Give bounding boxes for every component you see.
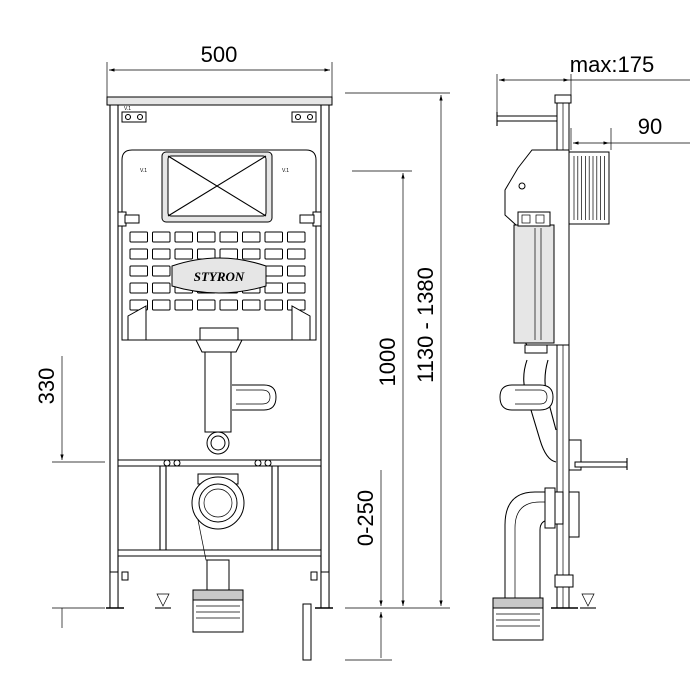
dimension-1130-1380: 1130 - 1380	[345, 92, 450, 609]
cistern-outlet	[195, 339, 243, 353]
cistern-rib	[242, 248, 261, 260]
brand-logo: STYRON	[171, 257, 267, 294]
dim-1130-1380-label: 1130 - 1380	[413, 267, 438, 383]
side-view	[492, 94, 628, 641]
middle-crossbar	[117, 459, 322, 467]
dimension-90: 90	[570, 114, 690, 150]
dimension-1000: 1000	[352, 170, 412, 606]
cistern-rib	[219, 248, 238, 260]
cistern-rib	[264, 231, 283, 243]
dim-90-label: 90	[638, 114, 662, 139]
svg-text:V.1: V.1	[282, 168, 289, 174]
cistern-rib	[287, 231, 306, 243]
svg-text:V.1: V.1	[124, 106, 131, 112]
dimension-330: 330	[34, 356, 105, 628]
cistern-rib	[197, 248, 216, 260]
brand-logo-text: STYRON	[194, 269, 245, 284]
cistern-rib	[242, 299, 261, 311]
dimension-500: 500	[106, 42, 333, 97]
cistern-rib	[152, 231, 171, 243]
dim-max-175-label: max:175	[570, 52, 654, 77]
dim-330-label: 330	[34, 368, 59, 405]
cistern-rib	[152, 248, 171, 260]
top-rail	[106, 96, 333, 106]
cistern-rib	[287, 248, 306, 260]
lower-crossbar	[117, 549, 322, 557]
cistern-rib	[219, 231, 238, 243]
drain-collar	[192, 589, 244, 601]
cistern-rib	[152, 282, 171, 294]
cistern-rib	[152, 265, 171, 277]
top-right-bracket	[291, 111, 317, 123]
cistern-rib	[219, 299, 238, 311]
cistern-rib	[129, 231, 148, 243]
floor-level-marker	[156, 593, 170, 607]
front-view: V.1 V.1 V.1 STYRON	[106, 96, 333, 661]
dim-1000-label: 1000	[375, 338, 400, 387]
cistern-rib	[174, 248, 193, 260]
flush-pipe	[204, 351, 232, 433]
cistern-rib	[174, 299, 193, 311]
svg-text:V.1: V.1	[140, 168, 147, 174]
cistern-rib	[287, 265, 306, 277]
cistern-rib	[197, 299, 216, 311]
cistern-rib	[264, 248, 283, 260]
cistern-rib	[242, 231, 261, 243]
dimension-0-250: 0-250	[345, 470, 392, 661]
cistern-rib	[129, 265, 148, 277]
cistern-rib	[264, 282, 283, 294]
cistern-rib	[287, 282, 306, 294]
top-left-bracket: V.1	[121, 106, 147, 123]
cistern-rib	[129, 282, 148, 294]
dim-500-label: 500	[201, 42, 238, 67]
cistern-rib	[174, 231, 193, 243]
dimension-max-175: max:175	[496, 52, 690, 112]
cistern-rib	[197, 231, 216, 243]
cistern-rib	[264, 299, 283, 311]
cistern-rib	[264, 265, 283, 277]
cistern-rib	[152, 299, 171, 311]
flush-plate-ribs	[573, 156, 605, 220]
dim-0-250-label: 0-250	[353, 490, 378, 546]
cistern-rib	[129, 248, 148, 260]
